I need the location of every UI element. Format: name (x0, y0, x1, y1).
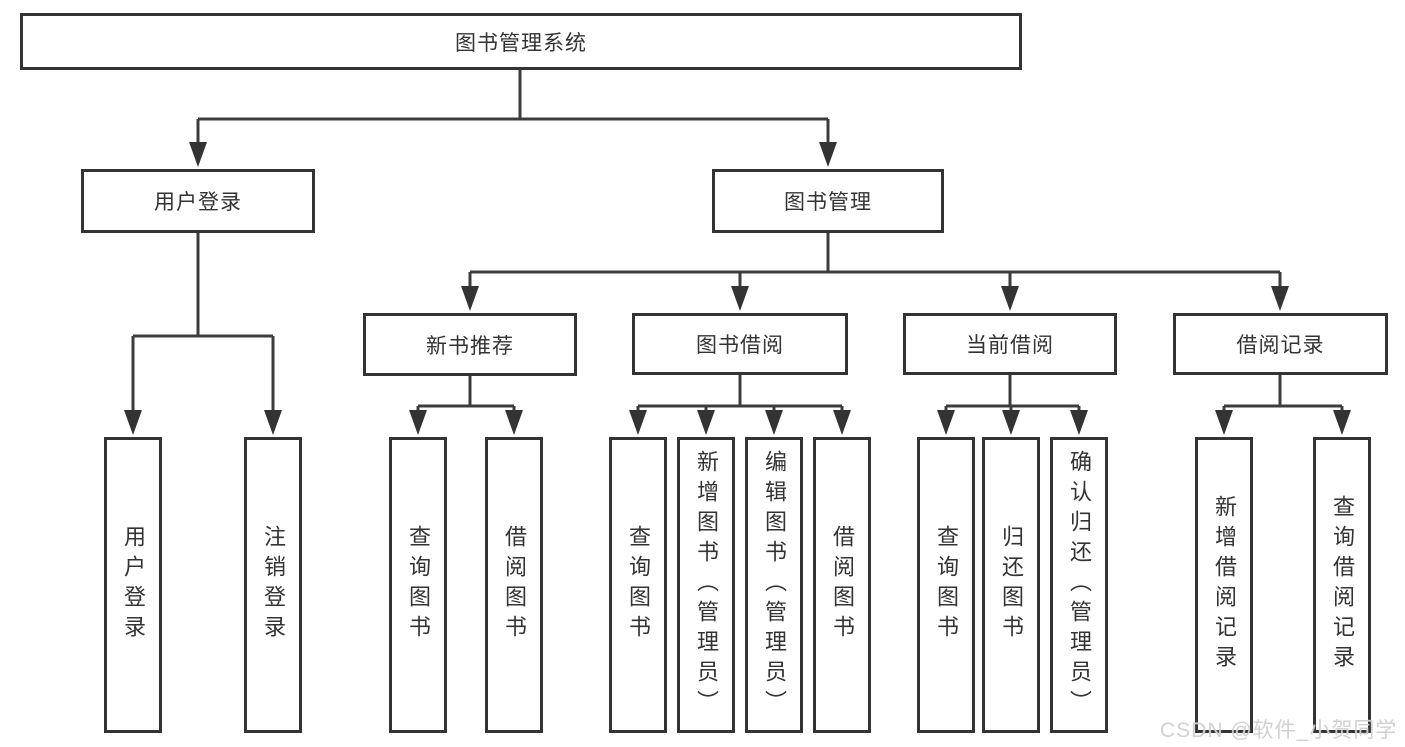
leaf-query-borrow-record: 查询借阅记录 (1313, 437, 1371, 733)
leaf-borrow-books: 借阅图书 (813, 437, 871, 733)
leaf-borrow-books-label: 借阅图书 (830, 525, 855, 645)
leaf-logout-label: 注销登录 (261, 525, 286, 645)
leaf-confirm-return-admin-label: 确认归还（管理员） (1067, 450, 1092, 720)
node-book-management: 图书管理 (712, 169, 944, 233)
node-current-borrow: 当前借阅 (903, 313, 1117, 375)
node-book-borrow-label: 图书借阅 (696, 334, 784, 357)
leaf-current-query-books-label: 查询图书 (934, 525, 959, 645)
leaf-add-books-admin-label: 新增图书（管理员） (694, 450, 719, 720)
leaf-recommend-query-books-label: 查询图书 (406, 525, 431, 645)
leaf-add-borrow-record-label: 新增借阅记录 (1212, 495, 1237, 675)
leaf-confirm-return-admin: 确认归还（管理员） (1050, 437, 1108, 733)
leaf-logout: 注销登录 (244, 437, 302, 733)
node-root: 图书管理系统 (20, 13, 1022, 70)
leaf-recommend-query-books: 查询图书 (389, 437, 447, 733)
node-new-book-recommend-label: 新书推荐 (426, 334, 514, 358)
leaf-return-books: 归还图书 (982, 437, 1040, 733)
leaf-user-login-label: 用户登录 (121, 525, 146, 645)
node-book-borrow: 图书借阅 (632, 313, 848, 375)
leaf-edit-books-admin: 编辑图书（管理员） (745, 437, 803, 733)
node-user-login-label: 用户登录 (154, 191, 242, 214)
leaf-recommend-borrow-books: 借阅图书 (485, 437, 543, 733)
node-root-label: 图书管理系统 (455, 31, 587, 55)
leaf-add-borrow-record: 新增借阅记录 (1195, 437, 1253, 733)
leaf-add-books-admin: 新增图书（管理员） (677, 437, 735, 733)
node-user-login: 用户登录 (81, 169, 315, 233)
leaf-recommend-borrow-books-label: 借阅图书 (502, 525, 527, 645)
leaf-query-borrow-record-label: 查询借阅记录 (1330, 495, 1355, 675)
node-borrow-records: 借阅记录 (1173, 313, 1388, 375)
leaf-current-query-books: 查询图书 (917, 437, 975, 733)
node-current-borrow-label: 当前借阅 (966, 334, 1054, 357)
leaf-user-login: 用户登录 (104, 437, 162, 733)
node-book-management-label: 图书管理 (784, 191, 872, 214)
leaf-edit-books-admin-label: 编辑图书（管理员） (762, 450, 787, 720)
leaf-return-books-label: 归还图书 (999, 525, 1024, 645)
node-new-book-recommend: 新书推荐 (363, 313, 577, 376)
node-borrow-records-label: 借阅记录 (1236, 334, 1325, 357)
leaf-borrow-query-books: 查询图书 (609, 437, 667, 733)
leaf-borrow-query-books-label: 查询图书 (626, 525, 651, 645)
